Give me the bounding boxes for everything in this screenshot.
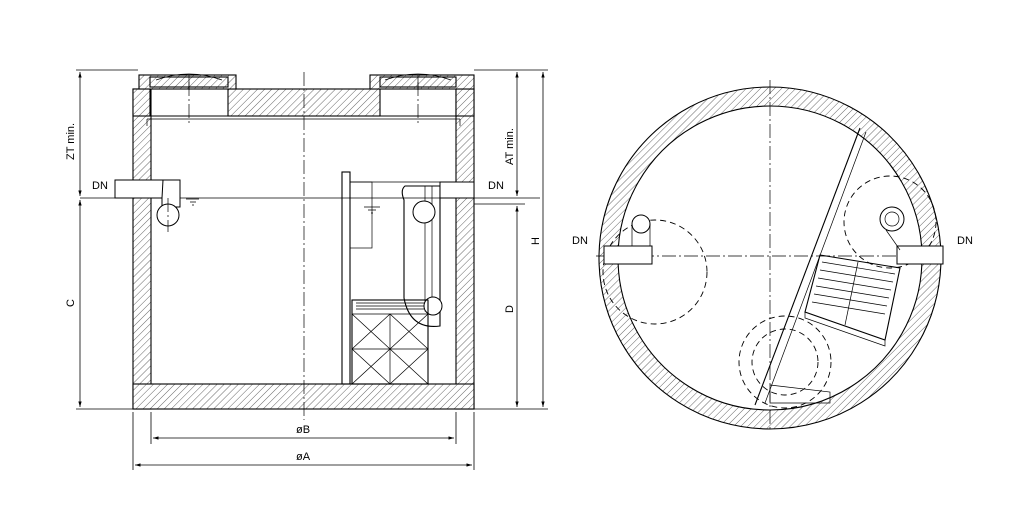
manhole-cover-left — [138, 73, 237, 116]
plan-filter-unit — [804, 254, 901, 347]
dimension-at-label: AT min. — [504, 128, 516, 165]
filter-block — [351, 299, 429, 385]
dn-label-inlet: DN — [92, 180, 108, 192]
dimension-bottom — [132, 412, 475, 470]
dimension-c-label: C — [65, 299, 77, 307]
manhole-cover-right — [369, 73, 475, 116]
section-view: DN DN ZT min. C AT min. D H — [65, 69, 548, 470]
dimension-b-label: øB — [296, 424, 310, 436]
plan-outlet-pipe — [879, 206, 944, 265]
dn-label-plan-left: DN — [572, 235, 588, 247]
partition-wall — [754, 127, 861, 406]
dimension-right — [474, 69, 548, 410]
tank-walls — [132, 88, 475, 410]
dimension-d-label: D — [504, 305, 516, 313]
inlet-pipe — [114, 179, 181, 232]
plan-inlet-pipe — [603, 214, 653, 265]
dn-label-outlet: DN — [488, 180, 504, 192]
dimension-a-label: øA — [296, 451, 311, 463]
dn-label-plan-right: DN — [957, 235, 973, 247]
dimension-zt-label: ZT min. — [65, 123, 77, 160]
separator-compartment — [341, 171, 475, 385]
dimension-left — [76, 69, 138, 410]
dimension-h-label: H — [530, 237, 542, 245]
plan-view: DN DN — [572, 80, 973, 430]
tank-ring — [598, 86, 942, 430]
